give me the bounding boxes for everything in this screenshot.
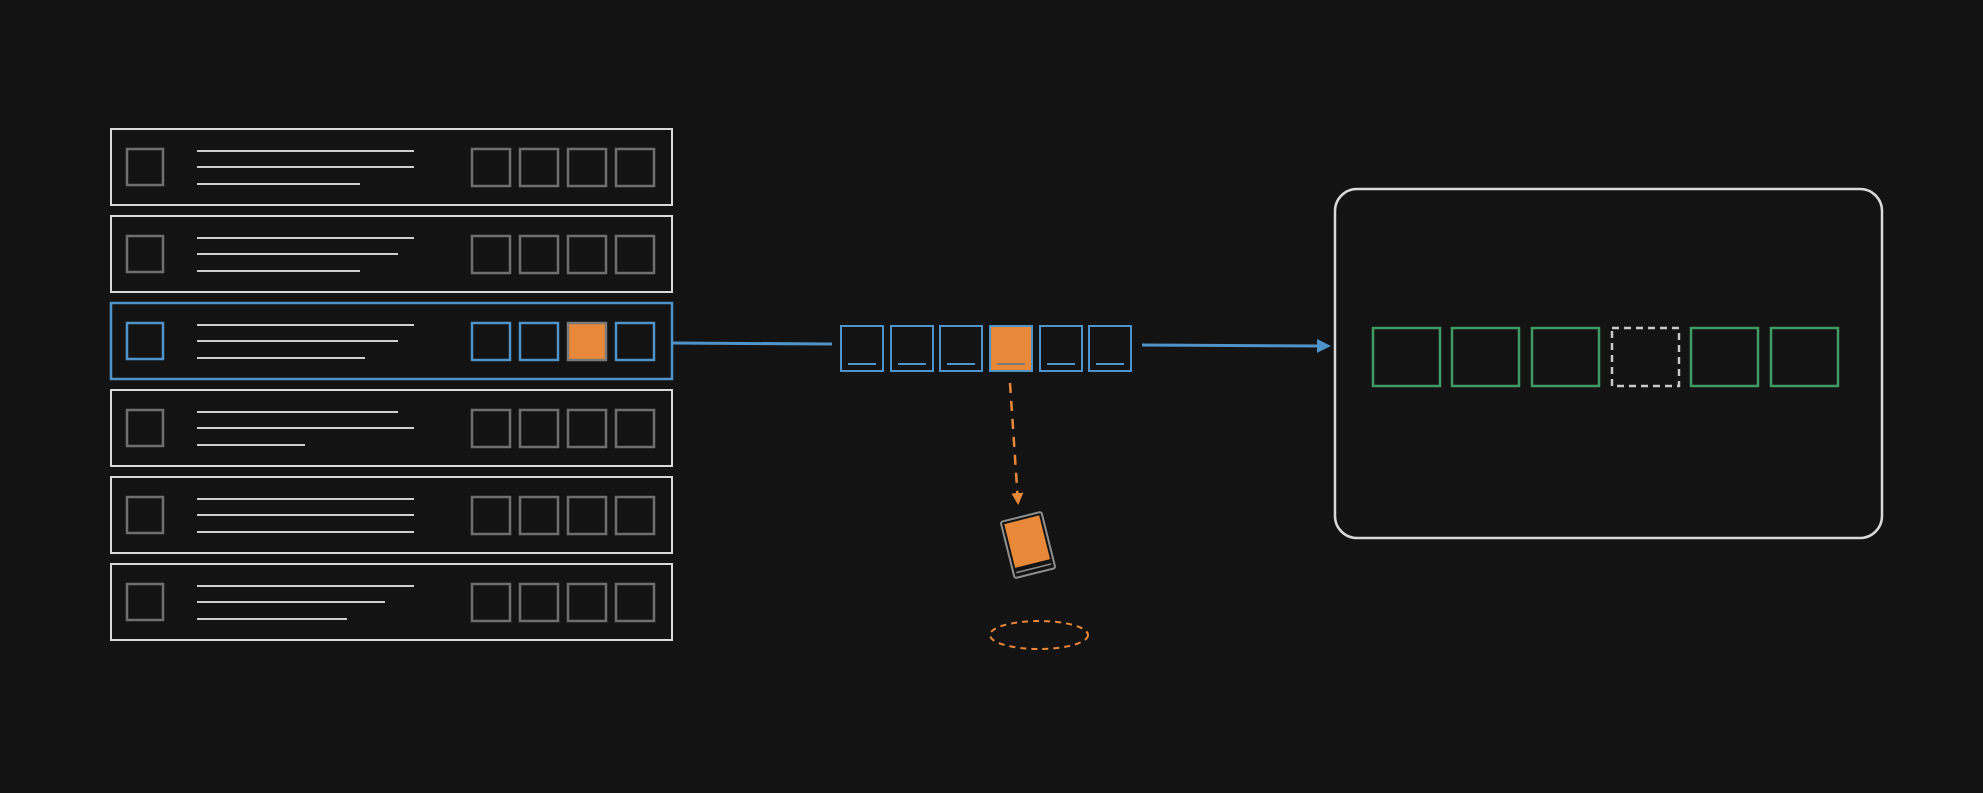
list-row <box>110 389 673 467</box>
row-cell <box>470 321 512 362</box>
row-checkbox <box>125 234 165 274</box>
target-slots <box>1371 326 1840 388</box>
row-cell <box>518 495 560 536</box>
arrow-right-icon <box>1141 338 1331 353</box>
row-checkbox <box>125 495 165 535</box>
row-cell <box>614 408 656 449</box>
row-cell <box>470 147 512 188</box>
target-slot <box>1450 326 1521 388</box>
row-cell <box>566 147 608 188</box>
dashed-ellipse-icon <box>989 620 1089 650</box>
target-slot-empty <box>1610 326 1681 388</box>
list-row <box>110 476 673 554</box>
row-cell <box>614 147 656 188</box>
row-cell <box>518 321 560 362</box>
queue-cell <box>1039 325 1083 372</box>
row-cell <box>614 234 656 275</box>
row-cell <box>566 234 608 275</box>
row-checkbox <box>125 408 165 448</box>
queue-item <box>890 325 934 372</box>
target-container <box>1333 187 1884 540</box>
drop-arrow <box>1008 382 1024 505</box>
queue-cell <box>840 325 884 372</box>
row-cell <box>614 495 656 536</box>
list-row <box>110 128 673 206</box>
row-cell <box>518 147 560 188</box>
list-row <box>110 563 673 641</box>
queue-item <box>939 325 983 372</box>
row-outline <box>110 389 673 467</box>
queue-cell <box>1088 325 1132 372</box>
target-slot <box>1689 326 1760 388</box>
row-cell <box>614 582 656 623</box>
row-cell-orange <box>566 321 608 362</box>
row-list <box>109 128 674 641</box>
list-row <box>109 301 674 381</box>
row-checkbox <box>125 582 165 622</box>
row-cell <box>470 234 512 275</box>
target-slot <box>1530 326 1601 388</box>
queue-item <box>840 325 884 372</box>
queue <box>840 325 1132 372</box>
queue-item <box>989 325 1033 372</box>
row-cell <box>518 408 560 449</box>
queue-cell <box>890 325 934 372</box>
queue-item <box>1088 325 1132 372</box>
queue-item <box>1039 325 1083 372</box>
row-cell <box>470 495 512 536</box>
row-cell <box>566 582 608 623</box>
row-outline <box>110 476 673 554</box>
row-outline <box>109 301 674 381</box>
row-cell <box>566 495 608 536</box>
row-checkbox <box>125 321 165 361</box>
row-outline <box>110 128 673 206</box>
row-cell <box>470 582 512 623</box>
row-cell <box>518 582 560 623</box>
row-cell <box>518 234 560 275</box>
row-outline <box>110 563 673 641</box>
row-checkbox <box>125 147 165 187</box>
row-outline <box>110 215 673 293</box>
list-row <box>110 215 673 293</box>
row-cell <box>470 408 512 449</box>
row-to-queue-connector <box>671 341 833 346</box>
row-cell <box>614 321 656 362</box>
row-cell <box>566 408 608 449</box>
orange-block-icon <box>1000 511 1056 579</box>
queue-cell <box>939 325 983 372</box>
target-slot <box>1371 326 1442 388</box>
target-slot <box>1769 326 1840 388</box>
